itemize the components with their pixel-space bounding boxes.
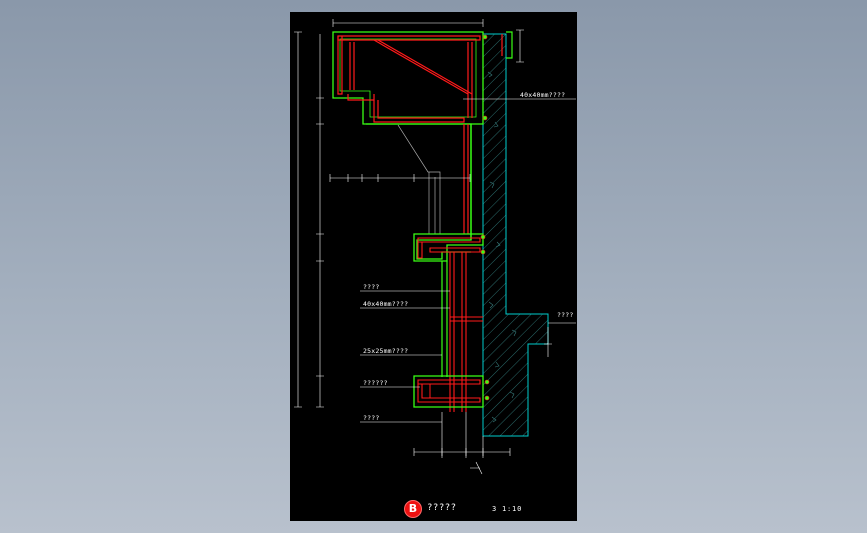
cad-drawing-sheet: 40x40mm???? ???? 40x40mm???? 25x25mm????… xyxy=(290,12,577,521)
slab-label: ???? xyxy=(557,311,574,319)
label-b: ?????? xyxy=(363,379,388,387)
section-marker: B xyxy=(404,500,422,518)
upper-steel-frame xyxy=(337,35,481,234)
section-drawing xyxy=(294,19,576,475)
section-scale: 3 1:10 xyxy=(492,505,523,513)
label-c: ???? xyxy=(363,414,380,422)
anchor-points xyxy=(480,34,490,401)
middle-ledge-frame xyxy=(413,233,484,262)
upper-box-frame xyxy=(332,31,484,260)
section-title: ????? xyxy=(427,503,457,513)
construction-lines xyxy=(397,124,441,234)
top-right-bracket xyxy=(501,31,513,59)
dimension-lines xyxy=(294,19,552,475)
label-a: ???? xyxy=(363,283,380,291)
label-tube-small: 25x25mm???? xyxy=(363,347,409,355)
leader-lines xyxy=(360,98,576,423)
label-steel-tube-lower: 40x40mm???? xyxy=(363,300,409,308)
label-steel-tube-upper: 40x40mm???? xyxy=(520,91,566,99)
lower-ledge-frame xyxy=(413,375,484,408)
vertical-studs xyxy=(441,252,483,412)
